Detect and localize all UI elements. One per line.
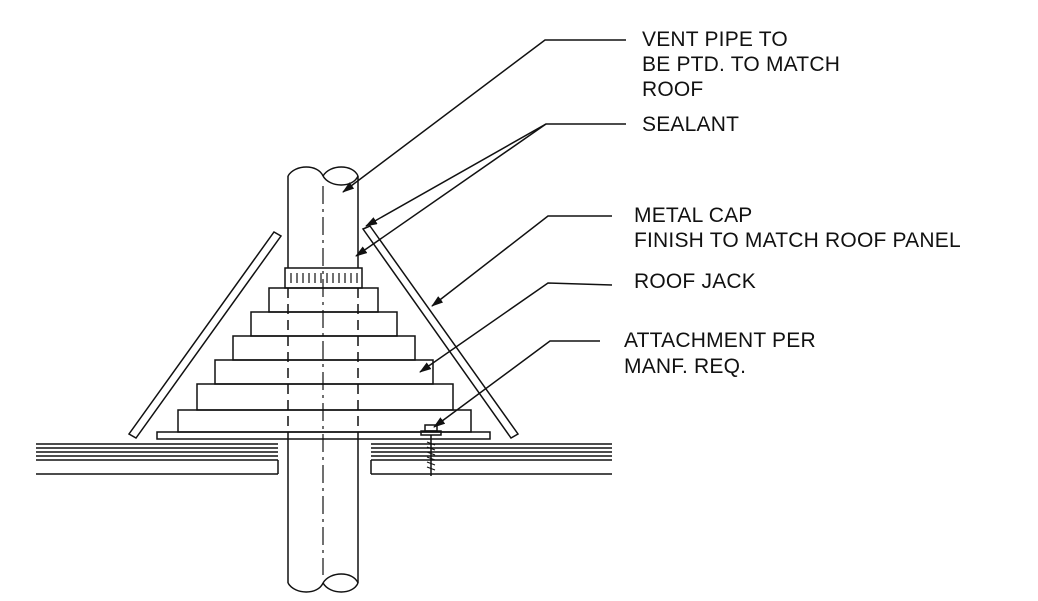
roof-jack [177,267,472,433]
callout-vent-pipe-line-3: ROOF [642,78,703,101]
callout-vent-pipe: VENT PIPE TO BE PTD. TO MATCH ROOF [642,28,846,101]
callout-vent-pipe-line-2: BE PTD. TO MATCH [642,53,840,76]
callout-attachment: ATTACHMENT PER MANF. REQ. [624,329,822,378]
clamp-band [290,273,358,283]
callout-sealant: SEALANT [642,113,739,136]
roof-panel-left [36,443,279,475]
metal-cap [127,225,520,439]
callout-attachment-line-1: ATTACHMENT PER [624,329,816,352]
vent-pipe [287,166,359,593]
callout-roof-jack-line-1: ROOF JACK [634,270,756,293]
callout-metal-cap-line-1: METAL CAP [634,204,752,227]
roof-panel-right [370,443,612,475]
callout-roof-jack: ROOF JACK [634,270,756,293]
leader-lines [342,39,626,428]
callout-metal-cap-line-2: FINISH TO MATCH ROOF PANEL [634,229,961,252]
callout-metal-cap: METAL CAP FINISH TO MATCH ROOF PANEL [634,204,961,252]
callout-vent-pipe-line-1: VENT PIPE TO [642,28,788,51]
attachment-screw [420,424,442,476]
callout-attachment-line-2: MANF. REQ. [624,355,746,378]
callout-sealant-line-1: SEALANT [642,113,739,136]
